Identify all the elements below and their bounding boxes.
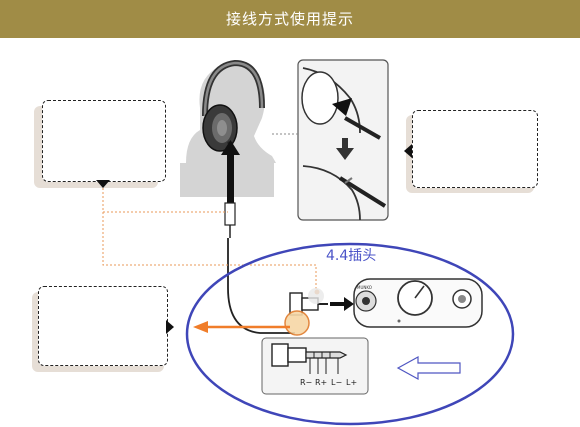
pin-label-l-minus: L− (331, 378, 342, 387)
amplifier-icon: MUNKO (353, 278, 483, 328)
up-arrow-icon (221, 140, 240, 203)
callout-bottom-left (38, 286, 168, 366)
callout-top-right (412, 110, 538, 188)
pin-label-r-plus: R+ (315, 378, 327, 387)
device-brand-label: MUNKO (357, 285, 372, 290)
callout-bottom-left-pointer (166, 320, 174, 334)
pin-label-r-minus: R− (300, 378, 312, 387)
highlight-circle (284, 310, 310, 336)
callout-top-left (42, 100, 166, 182)
callout-top-left-pointer (96, 180, 110, 188)
plug-detail-panel (297, 59, 389, 221)
dotted-connector-plug (102, 212, 317, 293)
pin-diagram-panel: R− R+ L− L+ (261, 337, 369, 395)
focus-ellipse (185, 242, 515, 426)
orange-arrow-icon (193, 321, 290, 333)
pin-label-l-plus: L+ (346, 378, 357, 387)
down-arrow-icon (342, 138, 348, 148)
callout-top-right-pointer (404, 144, 412, 158)
hollow-arrow-icon (396, 355, 461, 381)
plug-type-label: 4.4插头 (326, 248, 376, 264)
headphones-icon (202, 59, 265, 153)
page-title: 接线方式使用提示 (225, 10, 354, 28)
connection-diagram: 4.4插头 MUNKO R− (96, 59, 515, 426)
jack-plug-icon (289, 292, 354, 316)
header-bar: 接线方式使用提示 (0, 0, 580, 38)
headphone-cable (224, 202, 295, 334)
